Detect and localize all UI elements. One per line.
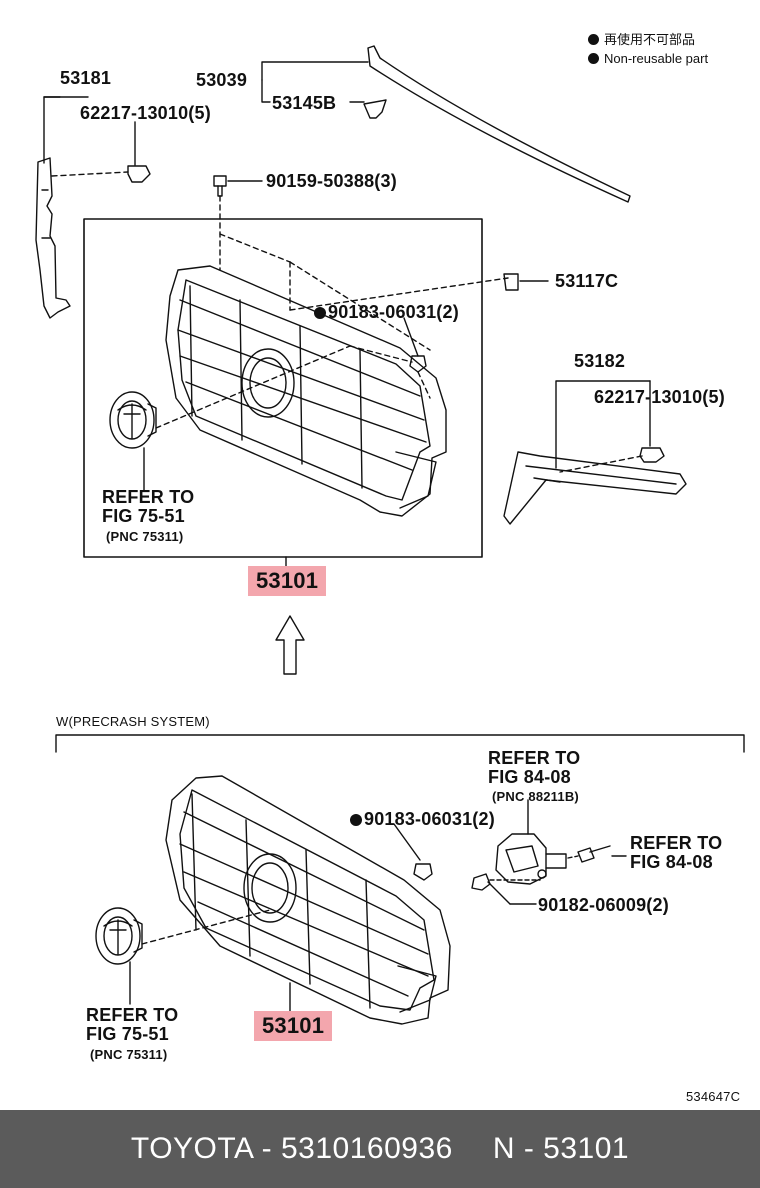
refer-bottom-line3: (PNC 75311) <box>90 1047 168 1062</box>
bolt-radar <box>577 845 611 863</box>
parts-diagram: 再使用不可部品 Non-reusable part 53181 62217-13… <box>35 30 745 1104</box>
legend-en: Non-reusable part <box>604 51 709 66</box>
footer-pnc: N - 53101 <box>492 1132 630 1165</box>
refer-bolt-line2: FIG 84-08 <box>630 852 713 872</box>
legend-row-jp: 再使用不可部品 <box>588 30 708 49</box>
grille-top-shape <box>165 265 447 517</box>
label-53039: 53039 <box>196 70 248 90</box>
footer-bar: TOYOTA - 5310160936 N - 53101 <box>0 1110 760 1188</box>
screw-90159 <box>213 175 227 197</box>
nut-90182 <box>471 873 491 891</box>
diagram-code: 534647C <box>686 1089 741 1104</box>
refer-top-line2: FIG 75-51 <box>102 506 185 526</box>
up-arrow <box>275 615 305 675</box>
clip-53145b <box>363 99 387 119</box>
radar-sensor <box>495 833 567 885</box>
left-side-molding-shape <box>35 157 71 319</box>
label-62217-right: 62217-13010(5) <box>594 387 725 407</box>
legend-jp: 再使用不可部品 <box>604 32 696 47</box>
highlighted-part-53101-bottom[interactable]: 53101 <box>254 1011 333 1041</box>
label-90183-top: 90183-06031(2) <box>314 302 459 322</box>
refer-radar-line3: (PNC 88211B) <box>492 789 579 804</box>
legend-row-en: Non-reusable part <box>588 49 708 68</box>
right-side-molding-shape <box>503 451 687 525</box>
clip-left <box>127 165 151 183</box>
refer-bolt-line1: REFER TO <box>630 833 723 853</box>
label-53117c: 53117C <box>555 271 619 291</box>
emblem-bottom <box>95 907 143 965</box>
nut-90183-top <box>409 355 427 373</box>
bullet-icon <box>588 34 599 45</box>
refer-radar-line1: REFER TO <box>488 748 581 768</box>
label-90182: 90182-06009(2) <box>538 895 669 915</box>
footer-brand-part-number: TOYOTA - 5310160936 <box>130 1132 453 1165</box>
non-reusable-dot-icon <box>314 307 326 319</box>
legend: 再使用不可部品 Non-reusable part <box>588 30 708 68</box>
label-90159: 90159-50388(3) <box>266 171 397 191</box>
bullet-icon <box>588 53 599 64</box>
clip-right <box>639 447 665 463</box>
nut-90183-bottom <box>413 863 433 881</box>
diagram-drawing <box>35 45 745 1025</box>
label-62217-left: 62217-13010(5) <box>80 103 211 123</box>
refer-top-line3: (PNC 75311) <box>106 529 184 544</box>
clip-53117c <box>503 273 519 291</box>
label-53181: 53181 <box>60 68 112 88</box>
grille-bottom-shape <box>165 775 451 1025</box>
refer-bottom-line1: REFER TO <box>86 1005 179 1025</box>
refer-bottom-line2: FIG 75-51 <box>86 1024 169 1044</box>
non-reusable-dot-icon <box>350 814 362 826</box>
highlighted-part-53101-top[interactable]: 53101 <box>248 566 327 596</box>
label-90183-bottom: 90183-06031(2) <box>350 809 495 829</box>
label-53182: 53182 <box>574 351 626 371</box>
section-title: W(PRECRASH SYSTEM) <box>56 714 210 729</box>
label-53145b: 53145B <box>272 93 337 113</box>
emblem-top <box>109 391 157 449</box>
upper-molding-shape <box>367 45 631 203</box>
refer-top-line1: REFER TO <box>102 487 195 507</box>
refer-radar-line2: FIG 84-08 <box>488 767 571 787</box>
